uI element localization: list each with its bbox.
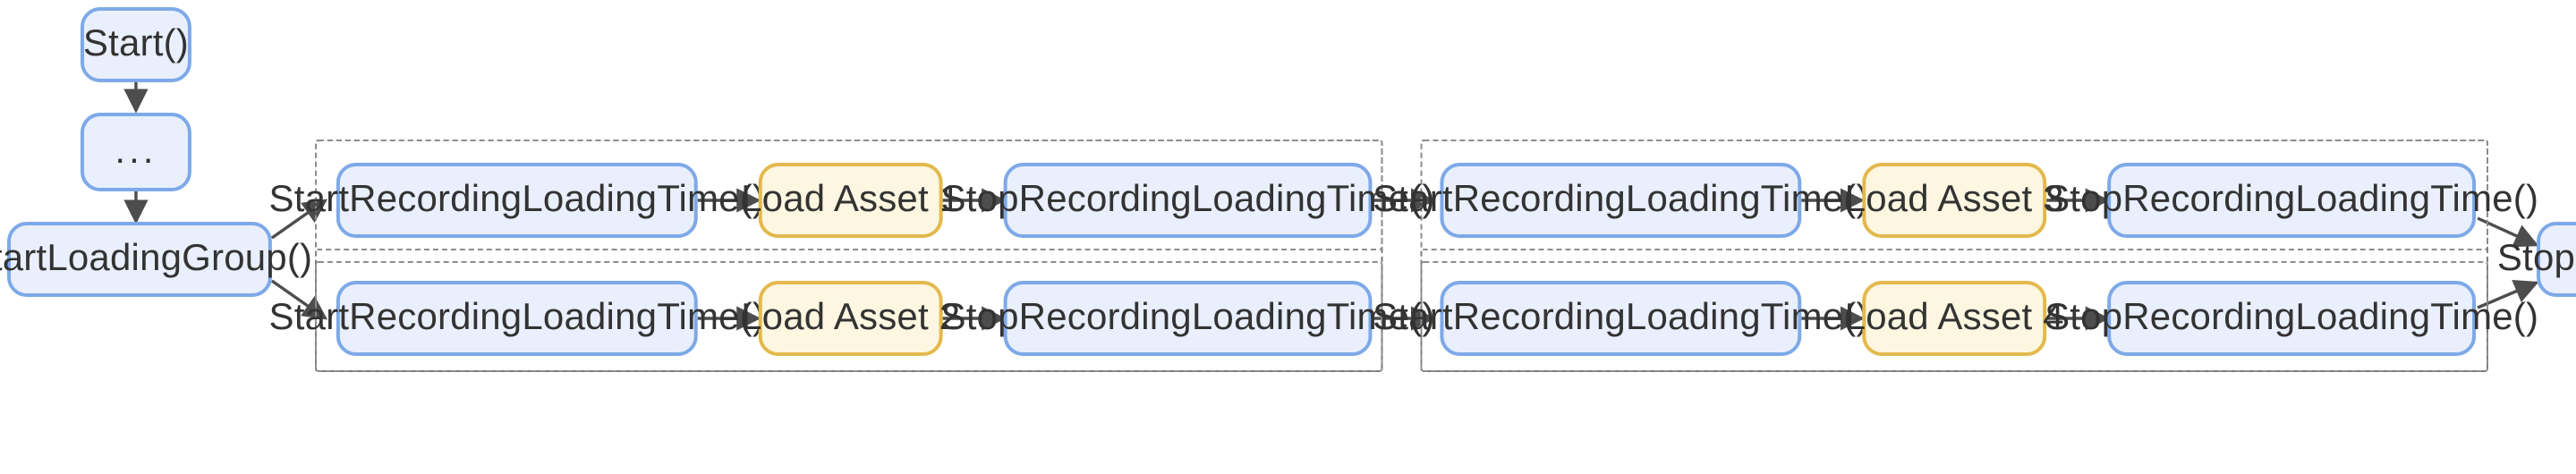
node-a2-stop-recording[interactable]: StopRecordingLoadingTime() xyxy=(941,281,1434,356)
node-a2-start-recording[interactable]: StartRecordingLoadingTime() xyxy=(269,281,765,356)
node-b2-load-asset-label: Load Asset 4 xyxy=(1844,296,2064,338)
node-start-label: Start() xyxy=(82,22,189,64)
node-b2-stop-recording-label: StopRecordingLoadingTime() xyxy=(2045,296,2539,338)
node-ellipsis-top-label: ... xyxy=(115,130,157,172)
node-b2-stop-recording[interactable]: StopRecordingLoadingTime() xyxy=(2045,281,2538,356)
node-a1-start-recording-label: StartRecordingLoadingTime() xyxy=(268,178,766,220)
node-b1-start-recording[interactable]: StartRecordingLoadingTime() xyxy=(1373,163,1868,238)
node-a1-stop-recording[interactable]: StopRecordingLoadingTime() xyxy=(941,163,1434,238)
cluster-group-a-row-1 xyxy=(314,140,1383,250)
node-b1-stop-recording-label: StopRecordingLoadingTime() xyxy=(2045,178,2539,220)
node-b1-start-recording-label: StartRecordingLoadingTime() xyxy=(1373,178,1869,220)
node-stop-loading-group[interactable]: StopLoadingGroup() xyxy=(2497,222,2576,297)
node-a2-stop-recording-label: StopRecordingLoadingTime() xyxy=(940,296,1435,338)
node-a1-start-recording[interactable]: StartRecordingLoadingTime() xyxy=(269,163,765,238)
node-start-loading-group[interactable]: StartLoadingGroup() xyxy=(0,222,312,297)
cluster-group-b-row-1 xyxy=(1420,140,2489,250)
node-b2-start-recording[interactable]: StartRecordingLoadingTime() xyxy=(1373,281,1868,356)
node-start-loading-group-label: StartLoadingGroup() xyxy=(0,237,313,279)
cluster-group-a-row-2 xyxy=(314,261,1383,372)
node-a2-load-asset-label: Load Asset 2 xyxy=(741,296,961,338)
node-b1-load-asset[interactable]: Load Asset 3 xyxy=(1845,163,2064,238)
node-a2-start-recording-label: StartRecordingLoadingTime() xyxy=(268,296,766,338)
node-b1-load-asset-label: Load Asset 3 xyxy=(1844,178,2064,220)
cluster-group-b-row-2 xyxy=(1420,261,2489,372)
node-a1-load-asset-label: Load Asset 1 xyxy=(741,178,961,220)
node-stop-loading-group-label: StopLoadingGroup() xyxy=(2496,237,2576,279)
node-b2-load-asset[interactable]: Load Asset 4 xyxy=(1845,281,2064,356)
node-a1-load-asset[interactable]: Load Asset 1 xyxy=(741,163,960,238)
node-a1-stop-recording-label: StopRecordingLoadingTime() xyxy=(940,178,1435,220)
node-a2-load-asset[interactable]: Load Asset 2 xyxy=(741,281,960,356)
node-b2-start-recording-label: StartRecordingLoadingTime() xyxy=(1373,296,1869,338)
node-b1-stop-recording[interactable]: StopRecordingLoadingTime() xyxy=(2045,163,2538,238)
node-ellipsis-top[interactable]: ... xyxy=(80,113,191,191)
node-start[interactable]: Start() xyxy=(80,7,191,82)
